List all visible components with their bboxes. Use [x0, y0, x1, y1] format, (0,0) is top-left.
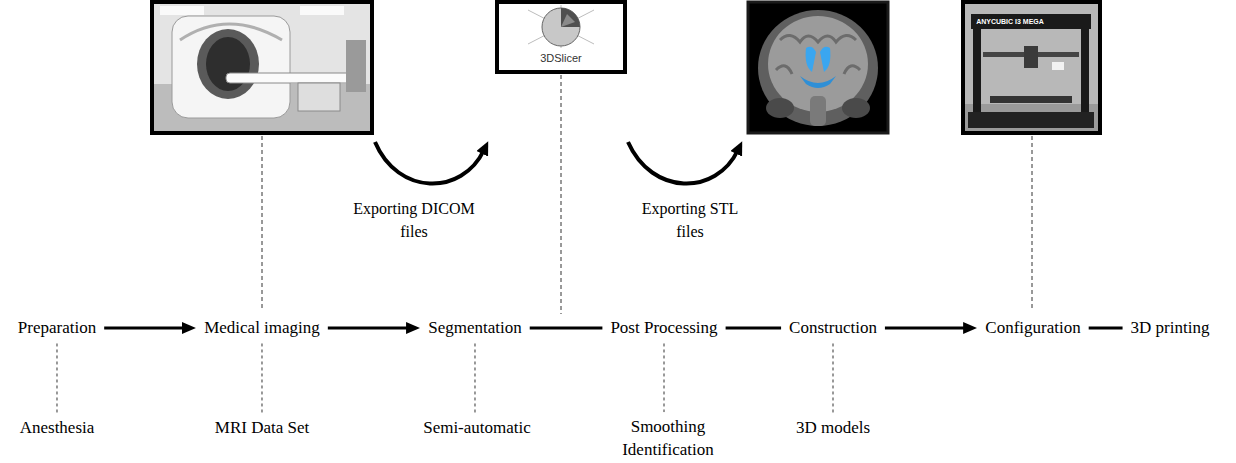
logo-cutaway: [561, 8, 580, 27]
detail-leader: [56, 343, 57, 412]
step-text: Semi-automatic: [423, 417, 531, 440]
export-label: Exporting DICOM files: [344, 197, 484, 243]
process-step: Segmentation: [428, 317, 521, 340]
detail-leader: [664, 343, 665, 412]
ventricle: [800, 76, 836, 88]
step-text: Anesthesia: [20, 417, 95, 440]
photo-ground: [963, 2, 1100, 133]
flow-arrow: [328, 327, 410, 330]
ceiling-light: [300, 6, 344, 15]
head-outline: [758, 10, 878, 126]
flow-arrow: [104, 327, 186, 330]
patient-table: [226, 73, 354, 83]
print-head: [1024, 46, 1038, 68]
process-step: Construction: [789, 317, 877, 340]
brain-slice: [748, 2, 888, 133]
step-text: 3D printing: [1131, 317, 1210, 340]
logo-frame: [497, 2, 625, 72]
ventricle: [820, 47, 830, 72]
scanner-bore: [197, 29, 259, 99]
scan-ground: [748, 2, 888, 133]
detail-leader: [833, 343, 834, 412]
printer-brand: ANYCUBIC I3 MEGA: [976, 18, 1044, 25]
export-arrow: [628, 142, 738, 184]
printer-sticker: [1052, 62, 1064, 70]
logo-core: [561, 14, 575, 27]
ventricle: [806, 47, 816, 72]
cabinet: [346, 40, 366, 92]
step-text: 3D models: [796, 417, 870, 440]
scan-frame: [748, 2, 888, 133]
leader-line: [1032, 136, 1033, 311]
step-detail: Smoothing Identification: [616, 416, 720, 462]
detail-leader: [261, 343, 262, 412]
step-text: Preparation: [18, 317, 96, 340]
step-text: MRI Data Set: [215, 417, 309, 440]
process-step: Post Processing: [610, 317, 717, 340]
process-step: Configuration: [985, 317, 1080, 340]
step-text: Segmentation: [428, 317, 521, 340]
flow-arrow: [1089, 327, 1123, 330]
step-detail: MRI Data Set: [215, 417, 309, 440]
printer-post: [1081, 14, 1089, 118]
leader-line: [561, 75, 562, 314]
brain-gyri: [780, 35, 856, 42]
printer-top-bar: [971, 14, 1091, 29]
printer-post: [973, 14, 981, 118]
step-text: Construction: [789, 317, 877, 340]
step-detail: 3D models: [796, 417, 870, 440]
step-detail: Semi-automatic: [423, 417, 531, 440]
step-text: Configuration: [985, 317, 1080, 340]
brain-stem: [810, 96, 826, 126]
temporal-bone: [842, 98, 870, 118]
brain-gyri: [776, 66, 860, 74]
ceiling-light: [160, 6, 204, 15]
logo-text: 3DSlicer: [540, 52, 582, 64]
process-step: 3D printing: [1131, 317, 1210, 340]
process-step: Preparation: [18, 317, 96, 340]
photo-ground: [152, 2, 372, 133]
step-detail: Anesthesia: [20, 417, 95, 440]
export-arrow: [375, 142, 484, 184]
temporal-bone: [766, 98, 794, 118]
printer-photo: [963, 2, 1100, 133]
step-text: Medical imaging: [204, 317, 320, 340]
mri-photo: [152, 2, 372, 133]
step-text: Post Processing: [610, 317, 717, 340]
flow-arrow: [726, 327, 781, 330]
photo-wall: [965, 4, 1098, 104]
flow-arrow: [530, 327, 603, 330]
photo-frame: [963, 2, 1100, 133]
printer-base: [968, 112, 1094, 128]
flow-arrow: [885, 327, 967, 330]
export-label: Exporting STL files: [634, 197, 746, 243]
scanner-body: [172, 16, 290, 118]
logo-sphere: [542, 8, 580, 46]
process-step: Medical imaging: [204, 317, 320, 340]
print-bed: [990, 96, 1072, 103]
leader-line: [262, 136, 263, 311]
detail-leader: [474, 343, 475, 412]
step-text: Smoothing Identification: [616, 416, 720, 462]
photo-frame: [152, 2, 372, 133]
table-base: [298, 83, 340, 111]
slicer-logo: [497, 2, 625, 72]
